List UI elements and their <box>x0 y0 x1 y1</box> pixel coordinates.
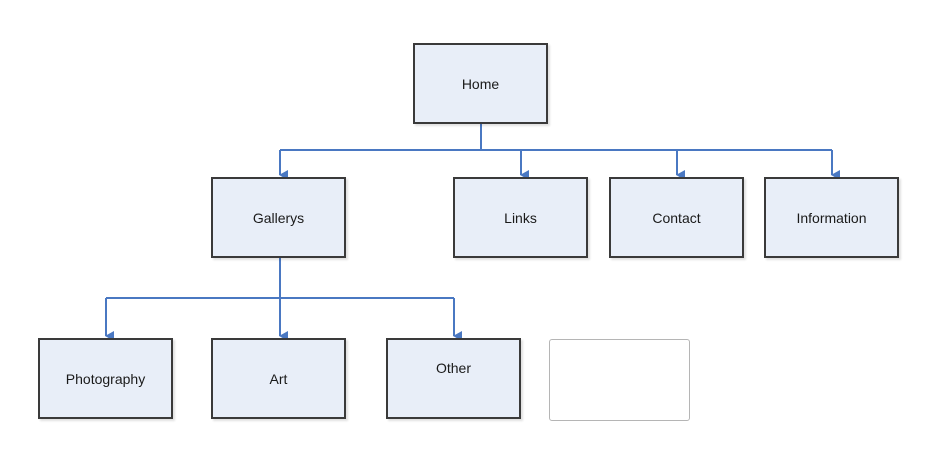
node-photography[interactable]: Photography <box>38 338 173 419</box>
node-contact[interactable]: Contact <box>609 177 744 258</box>
node-home[interactable]: Home <box>413 43 548 124</box>
node-information-label: Information <box>796 209 867 226</box>
node-art-label: Art <box>269 370 288 387</box>
node-links[interactable]: Links <box>453 177 588 258</box>
node-contact-label: Contact <box>652 209 701 226</box>
node-gallerys-label: Gallerys <box>252 209 305 226</box>
node-home-label: Home <box>461 75 500 92</box>
node-links-label: Links <box>504 209 537 226</box>
empty-placeholder-box <box>549 339 690 421</box>
node-other[interactable]: Other <box>386 338 521 419</box>
node-information[interactable]: Information <box>764 177 899 258</box>
node-gallerys[interactable]: Gallerys <box>211 177 346 258</box>
node-art[interactable]: Art <box>211 338 346 419</box>
node-other-label: Other <box>435 360 471 376</box>
node-photography-label: Photography <box>65 370 146 387</box>
